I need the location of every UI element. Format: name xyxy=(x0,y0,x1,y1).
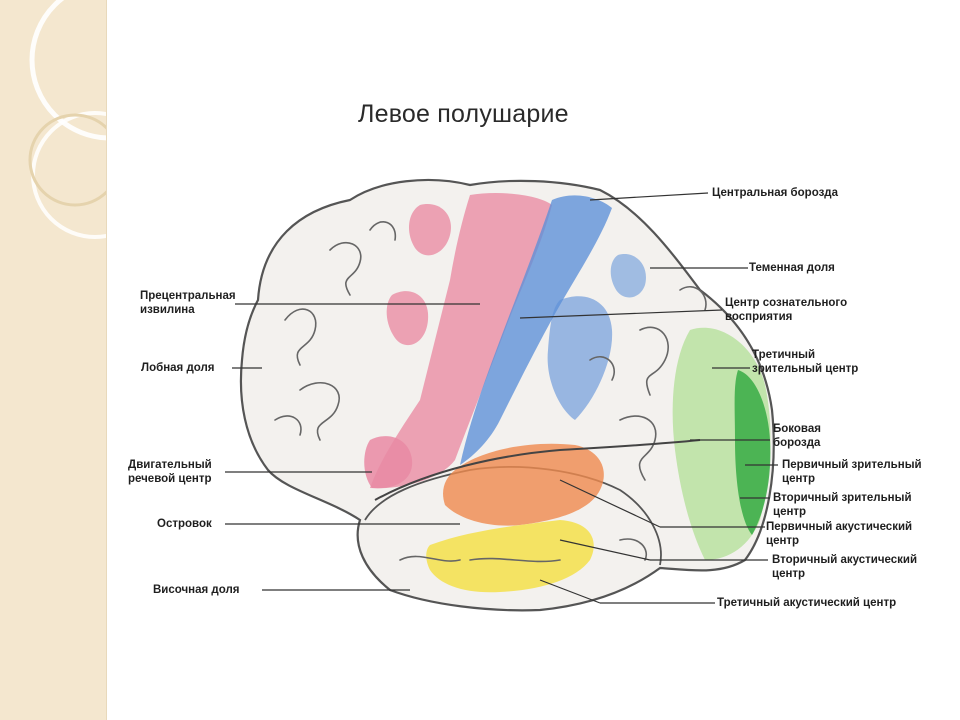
label-parietal-lobe: Теменная доля xyxy=(749,262,835,274)
central-sulcus-region xyxy=(460,195,612,466)
decorative-circles xyxy=(28,0,106,239)
leader-lines xyxy=(225,192,778,604)
label-precentral-gyrus-line1: Прецентральная xyxy=(140,290,236,302)
secondary-acoustic-region xyxy=(426,520,594,593)
motor-blob-frontal xyxy=(408,204,451,256)
label-primary-visual-line2: центр xyxy=(782,473,816,485)
label-central-sulcus: Центральная борозда xyxy=(712,187,838,199)
label-temporal-lobe: Височная доля xyxy=(153,584,240,596)
label-conscious-center-line2: восприятия xyxy=(725,311,793,323)
label-tertiary-acoustic: Третичный акустический центр xyxy=(717,597,897,609)
label-primary-visual: Первичный зрительный центр xyxy=(782,458,922,486)
parietal-blue-blob xyxy=(610,254,646,298)
label-secondary-acoustic-line2: центр xyxy=(772,568,806,580)
label-tertiary-visual-line1: Третичный xyxy=(752,349,816,361)
label-conscious-center-line1: Центр сознательного xyxy=(725,297,848,309)
precentral-gyrus-region xyxy=(370,193,552,489)
primary-acoustic-region xyxy=(443,443,604,526)
label-primary-acoustic: Первичный акустический центр xyxy=(766,520,912,548)
gyri-lines xyxy=(274,221,707,563)
label-tertiary-visual: Третичный зрительный центр xyxy=(752,348,858,376)
label-precentral-gyrus-line2: извилина xyxy=(140,304,195,316)
primary-visual-region xyxy=(734,370,771,535)
label-tertiary-visual-line2: зрительный центр xyxy=(752,363,859,375)
label-secondary-visual-line2: центр xyxy=(773,506,807,518)
motor-blob-mid xyxy=(386,291,429,346)
label-insula: Островок xyxy=(157,518,212,530)
label-lateral-sulcus-line1: Боковая xyxy=(773,423,821,435)
motor-speech-region xyxy=(364,436,413,489)
label-secondary-acoustic: Вторичный акустический центр xyxy=(772,553,917,581)
label-primary-acoustic-line2: центр xyxy=(766,535,800,547)
decorative-side-strip xyxy=(0,0,107,720)
label-frontal-lobe: Лобная доля xyxy=(141,362,215,374)
label-secondary-acoustic-line1: Вторичный акустический xyxy=(772,554,918,566)
lateral-sulcus-line xyxy=(374,439,701,501)
label-primary-acoustic-line1: Первичный акустический xyxy=(766,521,913,533)
label-secondary-visual: Вторичный зрительный центр xyxy=(773,491,912,519)
label-secondary-visual-line1: Вторичный зрительный xyxy=(773,492,912,504)
label-motor-speech: Двигательный речевой центр xyxy=(128,458,212,486)
slide-title: Левое полушарие xyxy=(358,100,569,128)
label-lateral-sulcus-line2: борозда xyxy=(773,437,821,449)
label-precentral-gyrus: Прецентральная извилина xyxy=(140,289,236,317)
label-primary-visual-line1: Первичный зрительный xyxy=(782,459,922,471)
label-motor-speech-line1: Двигательный xyxy=(128,459,212,471)
label-lateral-sulcus: Боковая борозда xyxy=(773,422,821,450)
label-conscious-center: Центр сознательного восприятия xyxy=(725,296,847,324)
label-motor-speech-line2: речевой центр xyxy=(128,473,212,485)
conscious-perception-region xyxy=(547,296,613,420)
